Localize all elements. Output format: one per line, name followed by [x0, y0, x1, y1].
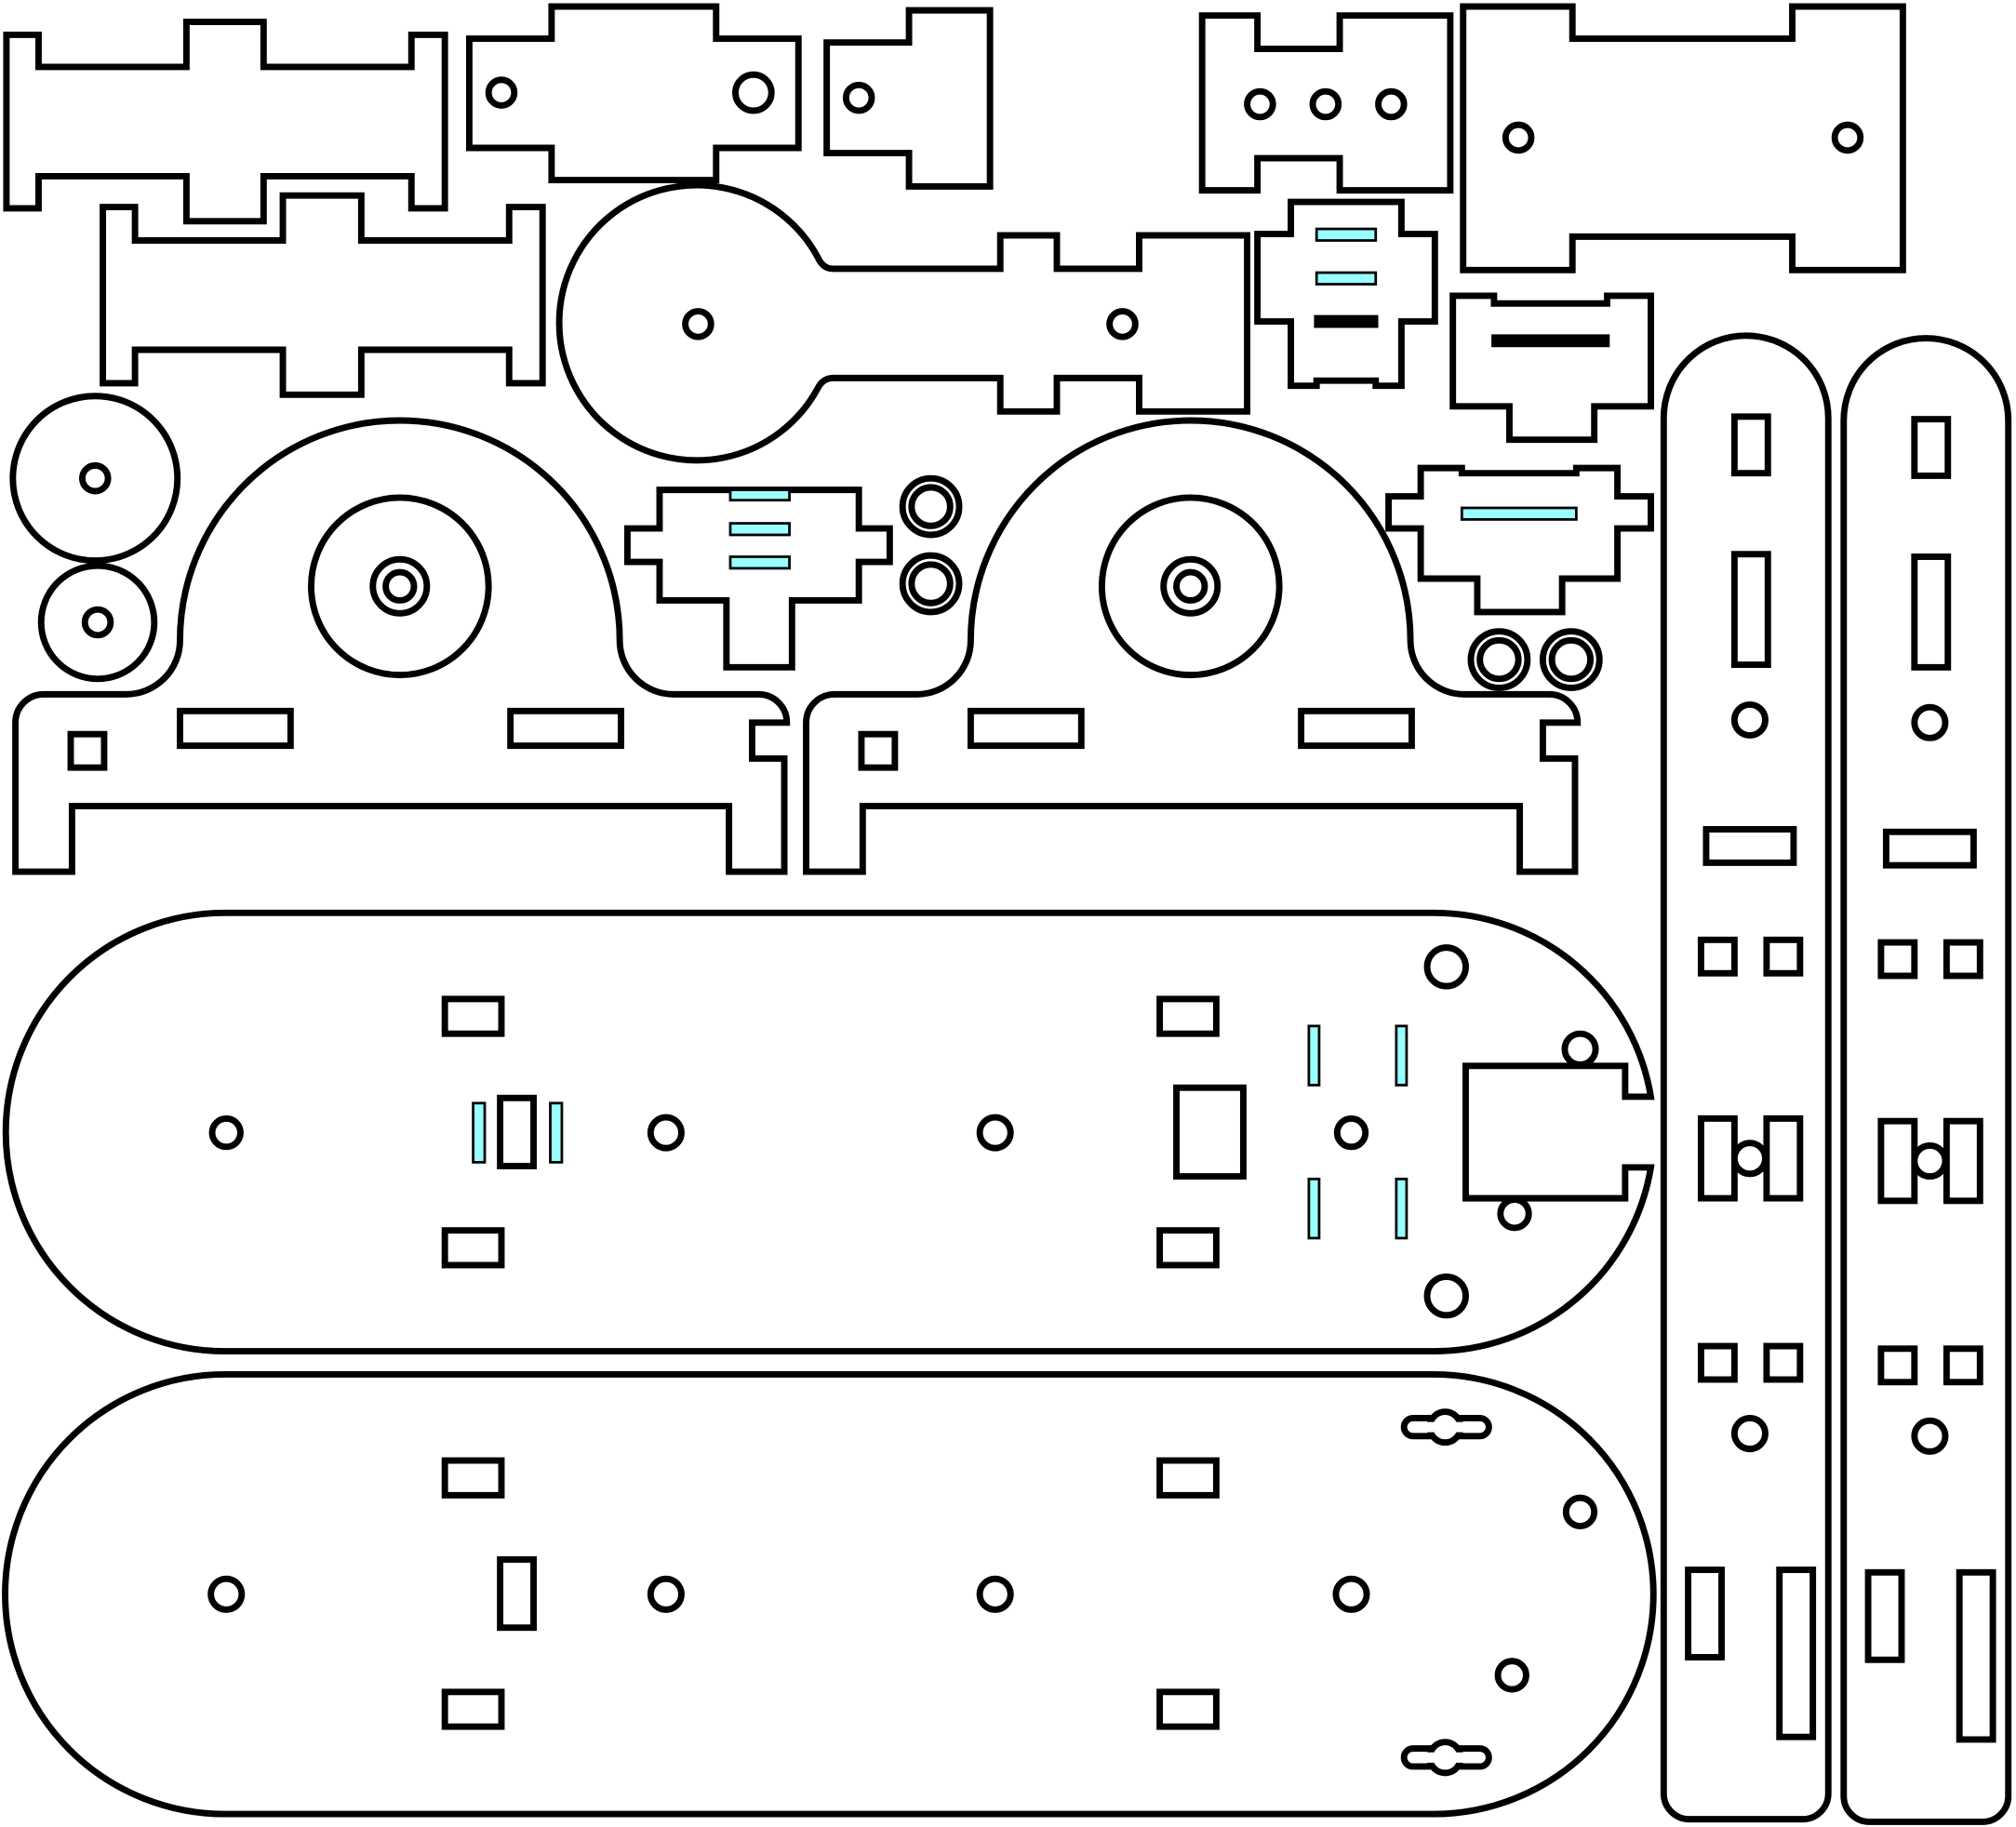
cross-plate-middle: [623, 487, 893, 671]
h-bracket-top-left: [3, 19, 448, 225]
wide-h-plate: [1460, 3, 1906, 273]
base-oval-bottom: [2, 1370, 1657, 1818]
small-tab-plate: [823, 7, 994, 190]
wheel-small: [37, 562, 158, 683]
t-plate-with-bar: [1449, 292, 1654, 444]
three-hole-plate: [1198, 12, 1454, 194]
keyhole-slot-upper: [1400, 1408, 1492, 1447]
small-cross-plate: [1254, 198, 1438, 390]
keyhole-arm: [555, 181, 1251, 464]
side-panel-right: [803, 417, 1582, 875]
washer-pair-right: [1467, 628, 1603, 691]
t-plate-right: [1385, 464, 1654, 616]
side-panel-left: [12, 417, 791, 875]
keyhole-slot-lower: [1400, 1739, 1492, 1777]
wheel-large: [9, 393, 181, 565]
long-strip-left: [1660, 332, 1832, 1823]
long-strip-right: [1840, 335, 2012, 1825]
h-bracket-second: [100, 192, 546, 398]
washer-pair-middle: [899, 474, 963, 616]
base-oval-top: [2, 909, 1655, 1355]
tab-plate-two-holes: [465, 3, 802, 184]
